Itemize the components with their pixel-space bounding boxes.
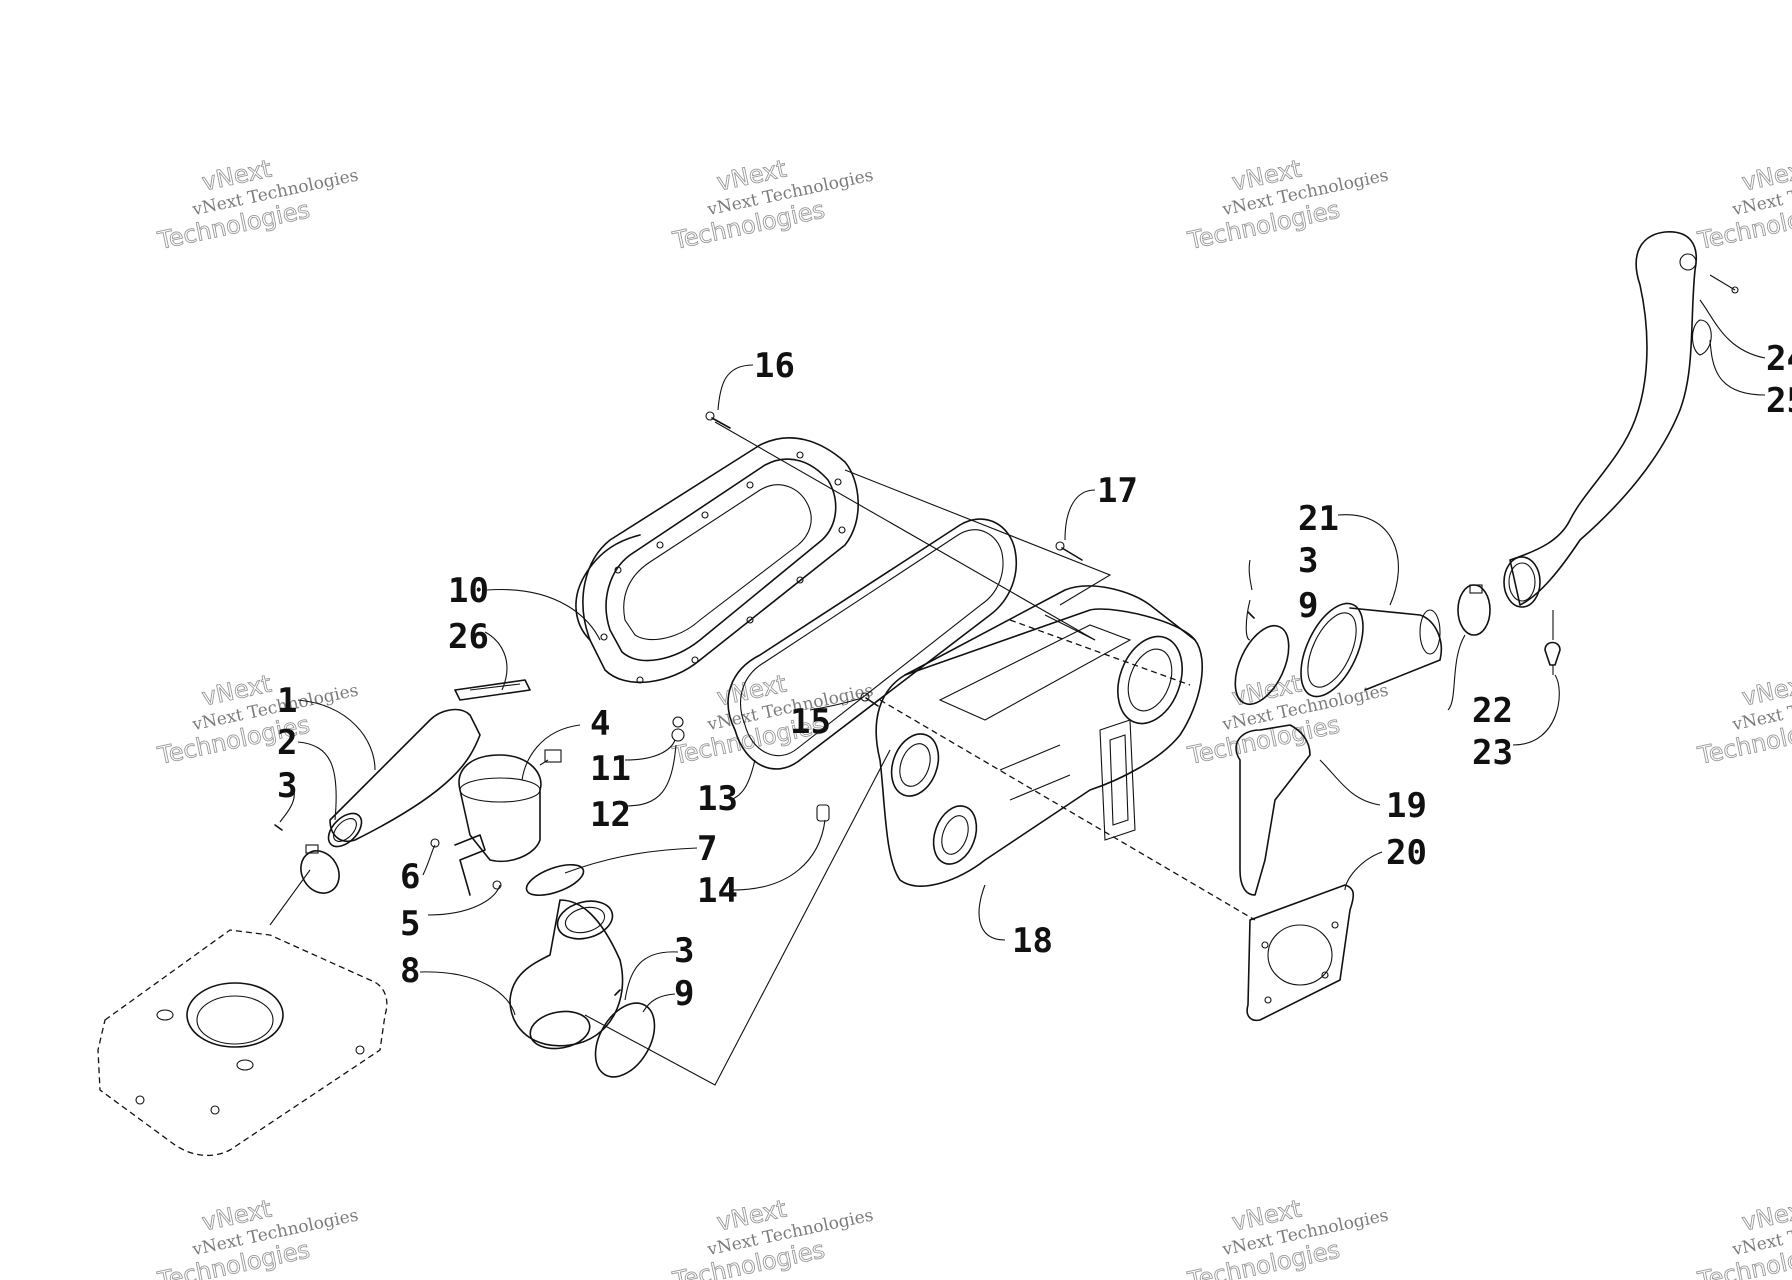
callout-15: 15 bbox=[790, 702, 831, 742]
leader-lines bbox=[279, 299, 1766, 1016]
assembly-lines bbox=[269, 274, 1736, 1086]
watermark: vNext vNext Technologies Technologies bbox=[1694, 669, 1792, 770]
watermark: vNext vNext Technologies Technologies bbox=[669, 669, 875, 770]
callout-22: 22 bbox=[1472, 691, 1513, 731]
watermarks: vNext vNext Technologies Technologies vN… bbox=[154, 154, 1792, 1280]
watermark: vNext vNext Technologies Technologies bbox=[1184, 669, 1390, 770]
callout-5: 5 bbox=[400, 904, 420, 944]
callout-14: 14 bbox=[697, 871, 738, 911]
callout-1: 1 bbox=[277, 681, 297, 721]
clamp bbox=[525, 863, 585, 897]
airbox bbox=[97, 929, 388, 1157]
watermark: vNext vNext Technologies Technologies bbox=[669, 1194, 875, 1280]
watermark: vNext vNext Technologies Technologies bbox=[669, 154, 875, 255]
clutch-housing bbox=[875, 585, 1203, 887]
callout-6: 6 bbox=[400, 857, 420, 897]
clamp bbox=[1457, 584, 1491, 636]
clamp bbox=[594, 989, 656, 1078]
callout-8: 8 bbox=[400, 951, 420, 991]
elbow-duct bbox=[509, 899, 624, 1050]
watermark: vNext vNext Technologies Technologies bbox=[1694, 154, 1792, 255]
callout-24: 24 bbox=[1766, 339, 1792, 379]
screws bbox=[705, 411, 1083, 707]
long-duct bbox=[1503, 231, 1739, 608]
callout-21: 21 bbox=[1298, 499, 1339, 539]
callout-25: 25 bbox=[1766, 381, 1792, 421]
strap bbox=[454, 679, 531, 701]
watermark: vNext vNext Technologies Technologies bbox=[1694, 1194, 1792, 1280]
callout-9: 9 bbox=[674, 974, 694, 1014]
callout-10: 10 bbox=[448, 571, 489, 611]
callout-7: 7 bbox=[697, 829, 717, 869]
cover-gasket bbox=[727, 518, 1017, 770]
watermark: vNext vNext Technologies Technologies bbox=[154, 1194, 360, 1280]
callout-3: 3 bbox=[277, 766, 297, 806]
plug-and-washer bbox=[671, 716, 685, 742]
watermark: vNext vNext Technologies Technologies bbox=[154, 154, 360, 255]
callout-3: 3 bbox=[1298, 541, 1318, 581]
grommet bbox=[1544, 641, 1561, 675]
temperature-sensor bbox=[458, 749, 562, 862]
watermark: vNext vNext Technologies Technologies bbox=[154, 669, 360, 770]
callout-17: 17 bbox=[1097, 471, 1138, 511]
callout-19: 19 bbox=[1386, 786, 1427, 826]
callout-20: 20 bbox=[1386, 833, 1427, 873]
callout-26: 26 bbox=[448, 617, 489, 657]
watermark: vNext vNext Technologies Technologies bbox=[1184, 1194, 1390, 1280]
clamp bbox=[274, 824, 340, 894]
outlet-gasket bbox=[1235, 724, 1311, 896]
callout-12: 12 bbox=[590, 795, 631, 835]
callout-13: 13 bbox=[697, 779, 738, 819]
callout-11: 11 bbox=[590, 749, 631, 789]
callout-16: 16 bbox=[754, 346, 795, 386]
watermark: vNext vNext Technologies Technologies bbox=[1184, 154, 1390, 255]
callouts: 1 2 3 3 3 4 5 6 7 8 9 9 10 11 12 13 14 1… bbox=[277, 339, 1792, 1014]
intake-duct bbox=[327, 708, 481, 848]
callout-2: 2 bbox=[277, 723, 297, 763]
callout-9: 9 bbox=[1298, 586, 1318, 626]
bracket bbox=[430, 834, 502, 896]
mounting-plate bbox=[1246, 884, 1355, 1022]
callout-18: 18 bbox=[1012, 921, 1053, 961]
callout-23: 23 bbox=[1472, 733, 1513, 773]
pin bbox=[816, 804, 830, 822]
callout-4: 4 bbox=[590, 704, 610, 744]
callout-3: 3 bbox=[674, 931, 694, 971]
clutch-cover bbox=[575, 437, 859, 684]
clamp bbox=[1234, 611, 1290, 705]
outlet-elbow bbox=[1300, 602, 1442, 698]
